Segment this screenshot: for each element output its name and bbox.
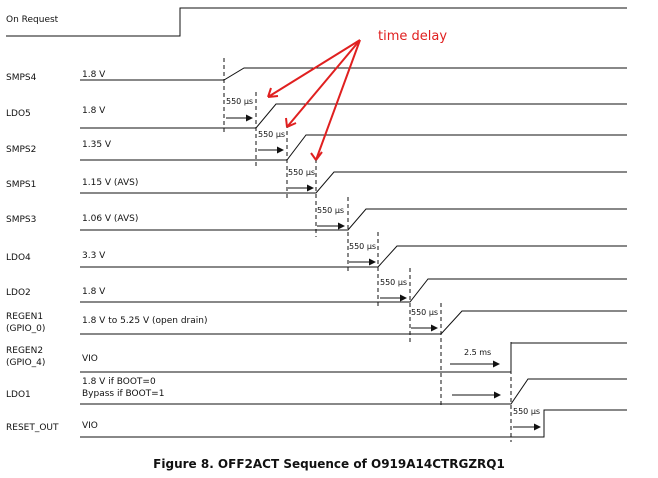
signal-row: REGEN2 (GPIO_4) VIO	[6, 346, 98, 368]
delay-marker: 550 µs	[258, 130, 285, 154]
signal-name: RESET_OUT	[6, 423, 59, 433]
signal-value: 3.3 V	[82, 251, 106, 261]
delay-label: 550 µs	[317, 206, 344, 215]
signal-row: LDO4 3.3 V	[6, 251, 106, 263]
delay-label: 550 µs	[226, 97, 253, 106]
signal-name: On Request	[6, 15, 59, 25]
signal-row: LDO5 1.8 V	[6, 106, 106, 119]
delay-label: 2.5 ms	[464, 348, 491, 357]
signal-waveform	[80, 103, 627, 129]
signal-waveform	[80, 378, 627, 405]
delay-label: 550 µs	[411, 308, 438, 317]
delay-label: 550 µs	[258, 130, 285, 139]
signal-row: SMPS3 1.06 V (AVS)	[6, 214, 138, 225]
signal-waveform	[80, 310, 627, 335]
signal-waveform	[80, 171, 627, 194]
signal-row: SMPS1 1.15 V (AVS)	[6, 178, 138, 190]
signal-value: 1.8 V	[82, 106, 106, 116]
signal-value: 1.8 V	[82, 287, 106, 297]
delay-marker: 550 µs	[288, 168, 315, 192]
delay-label: 550 µs	[288, 168, 315, 177]
delay-marker: 550 µs	[317, 206, 345, 230]
delay-marker: 550 µs	[380, 278, 407, 302]
signal-name: SMPS4	[6, 73, 37, 83]
annotation-arrow	[310, 39, 361, 161]
signal-value: 1.15 V (AVS)	[82, 178, 138, 188]
delay-marker: 550 µs	[226, 97, 253, 122]
signal-row: RESET_OUT VIO	[6, 421, 98, 433]
signal-value: 1.8 V	[82, 70, 106, 80]
signal-value: Bypass if BOOT=1	[82, 389, 164, 399]
signal-name: REGEN1	[6, 312, 43, 322]
signal-name: LDO2	[6, 288, 31, 298]
signal-name: LDO5	[6, 109, 31, 119]
signal-name: SMPS2	[6, 145, 36, 155]
signal-value: 1.35 V	[82, 140, 112, 150]
delay-marker: 550 µs	[513, 407, 541, 431]
signal-name: LDO1	[6, 390, 31, 400]
time-delay-label: time delay	[378, 29, 447, 44]
signal-waveform	[6, 7, 627, 37]
signal-row: SMPS2 1.35 V	[6, 140, 112, 155]
signal-value: 1.8 V if BOOT=0	[82, 377, 156, 387]
signal-name: (GPIO_0)	[6, 324, 45, 334]
signal-name: SMPS1	[6, 180, 36, 190]
signal-waveform	[80, 342, 627, 373]
signal-name: REGEN2	[6, 346, 43, 356]
annotation-arrow	[285, 39, 361, 128]
signal-waveform	[80, 278, 627, 303]
signal-value: VIO	[82, 421, 98, 431]
signal-name: (GPIO_4)	[6, 358, 45, 368]
signal-row: REGEN1 (GPIO_0) 1.8 V to 5.25 V (open drai…	[6, 312, 207, 334]
delay-marker: 2.5 ms	[450, 348, 500, 368]
signal-waveform	[80, 134, 627, 161]
annotation-arrow	[267, 39, 361, 98]
signal-row: SMPS4 1.8 V	[6, 70, 106, 83]
signal-waveform	[80, 208, 627, 231]
signal-row: LDO2 1.8 V	[6, 287, 106, 298]
signal-row: On Request	[6, 15, 59, 25]
signal-value: 1.06 V (AVS)	[82, 214, 138, 224]
figure-caption: Figure 8. OFF2ACT Sequence of O919A14CTR…	[153, 457, 505, 471]
signal-name: SMPS3	[6, 215, 36, 225]
signal-waveform	[80, 67, 627, 81]
signal-name: LDO4	[6, 253, 31, 263]
signal-value: VIO	[82, 354, 98, 364]
signal-waveform	[80, 409, 627, 438]
delay-label: 550 µs	[513, 407, 540, 416]
delay-label: 550 µs	[380, 278, 407, 287]
delay-marker: 550 µs	[349, 242, 376, 266]
delay-marker: 550 µs	[411, 308, 438, 332]
signal-value: 1.8 V to 5.25 V (open drain)	[82, 316, 207, 326]
signal-waveform	[80, 245, 627, 268]
time-delay-annotation: time delay	[267, 29, 447, 161]
delay-label: 550 µs	[349, 242, 376, 251]
